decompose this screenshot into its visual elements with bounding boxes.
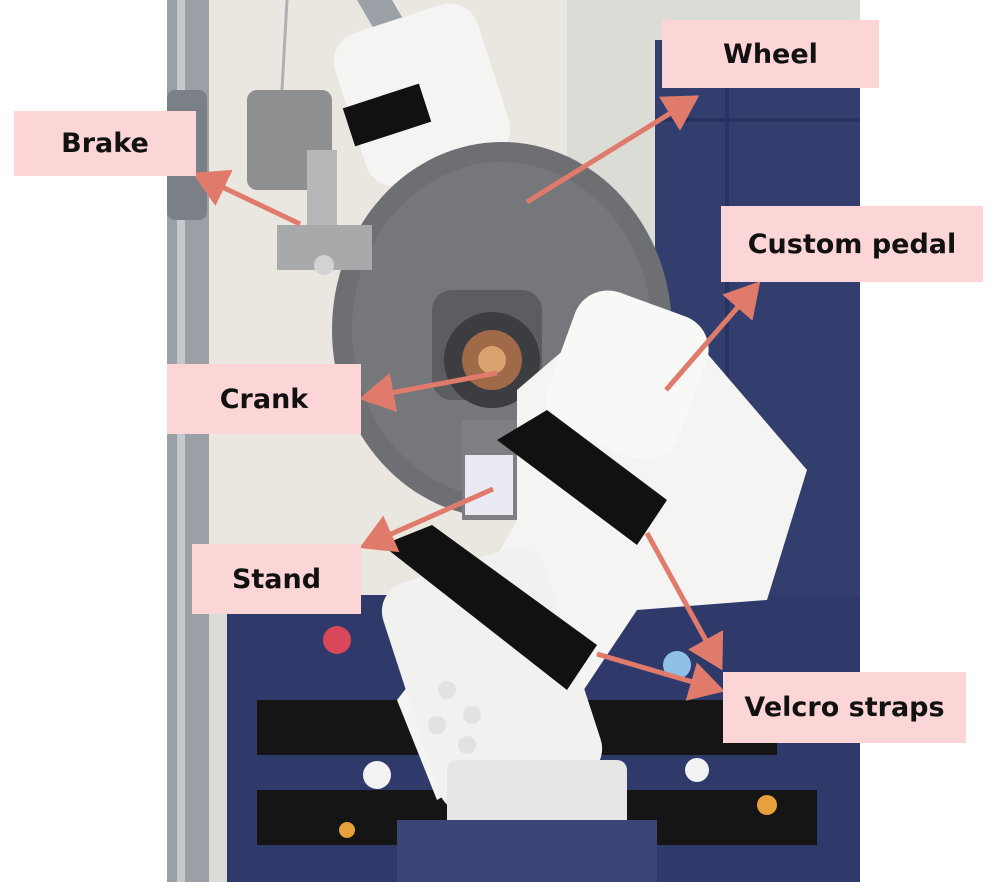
crank-arrow bbox=[359, 370, 498, 413]
painted-flower bbox=[663, 651, 691, 679]
grip-bump bbox=[458, 736, 476, 754]
grip-bump bbox=[463, 706, 481, 724]
stand-pipe-white bbox=[465, 455, 513, 515]
label-crank: Crank bbox=[167, 364, 361, 434]
painted-flower bbox=[339, 822, 355, 838]
painted-flower bbox=[685, 758, 709, 782]
custom-pedal-arrow bbox=[664, 281, 761, 392]
label-custom-pedal: Custom pedal bbox=[721, 206, 983, 282]
velcro-strap-upper bbox=[497, 410, 667, 545]
painted-flower bbox=[363, 761, 391, 789]
upper-velcro bbox=[342, 83, 432, 147]
stand-arrow bbox=[359, 486, 495, 553]
label-wheel: Wheel bbox=[662, 20, 879, 88]
label-brake: Brake bbox=[14, 111, 196, 176]
painted-flower bbox=[757, 795, 777, 815]
label-stand: Stand bbox=[192, 544, 361, 614]
painted-flower bbox=[323, 626, 351, 654]
hub-core bbox=[478, 346, 506, 374]
brake-bolt bbox=[314, 255, 334, 275]
grip-bump bbox=[428, 716, 446, 734]
pedal-cup bbox=[545, 290, 709, 460]
velcro-arrow-lower bbox=[596, 651, 725, 701]
brake-cable bbox=[280, 0, 289, 91]
velcro-strap-lower bbox=[382, 525, 597, 690]
metal-pole-highlight bbox=[177, 0, 185, 882]
wheel-arrow bbox=[525, 95, 700, 205]
velcro-arrow-upper bbox=[644, 531, 724, 671]
label-velcro-straps: Velcro straps bbox=[723, 672, 966, 743]
grip-bump bbox=[438, 681, 456, 699]
wooden-board bbox=[397, 820, 657, 882]
brake-arrow bbox=[192, 169, 302, 227]
